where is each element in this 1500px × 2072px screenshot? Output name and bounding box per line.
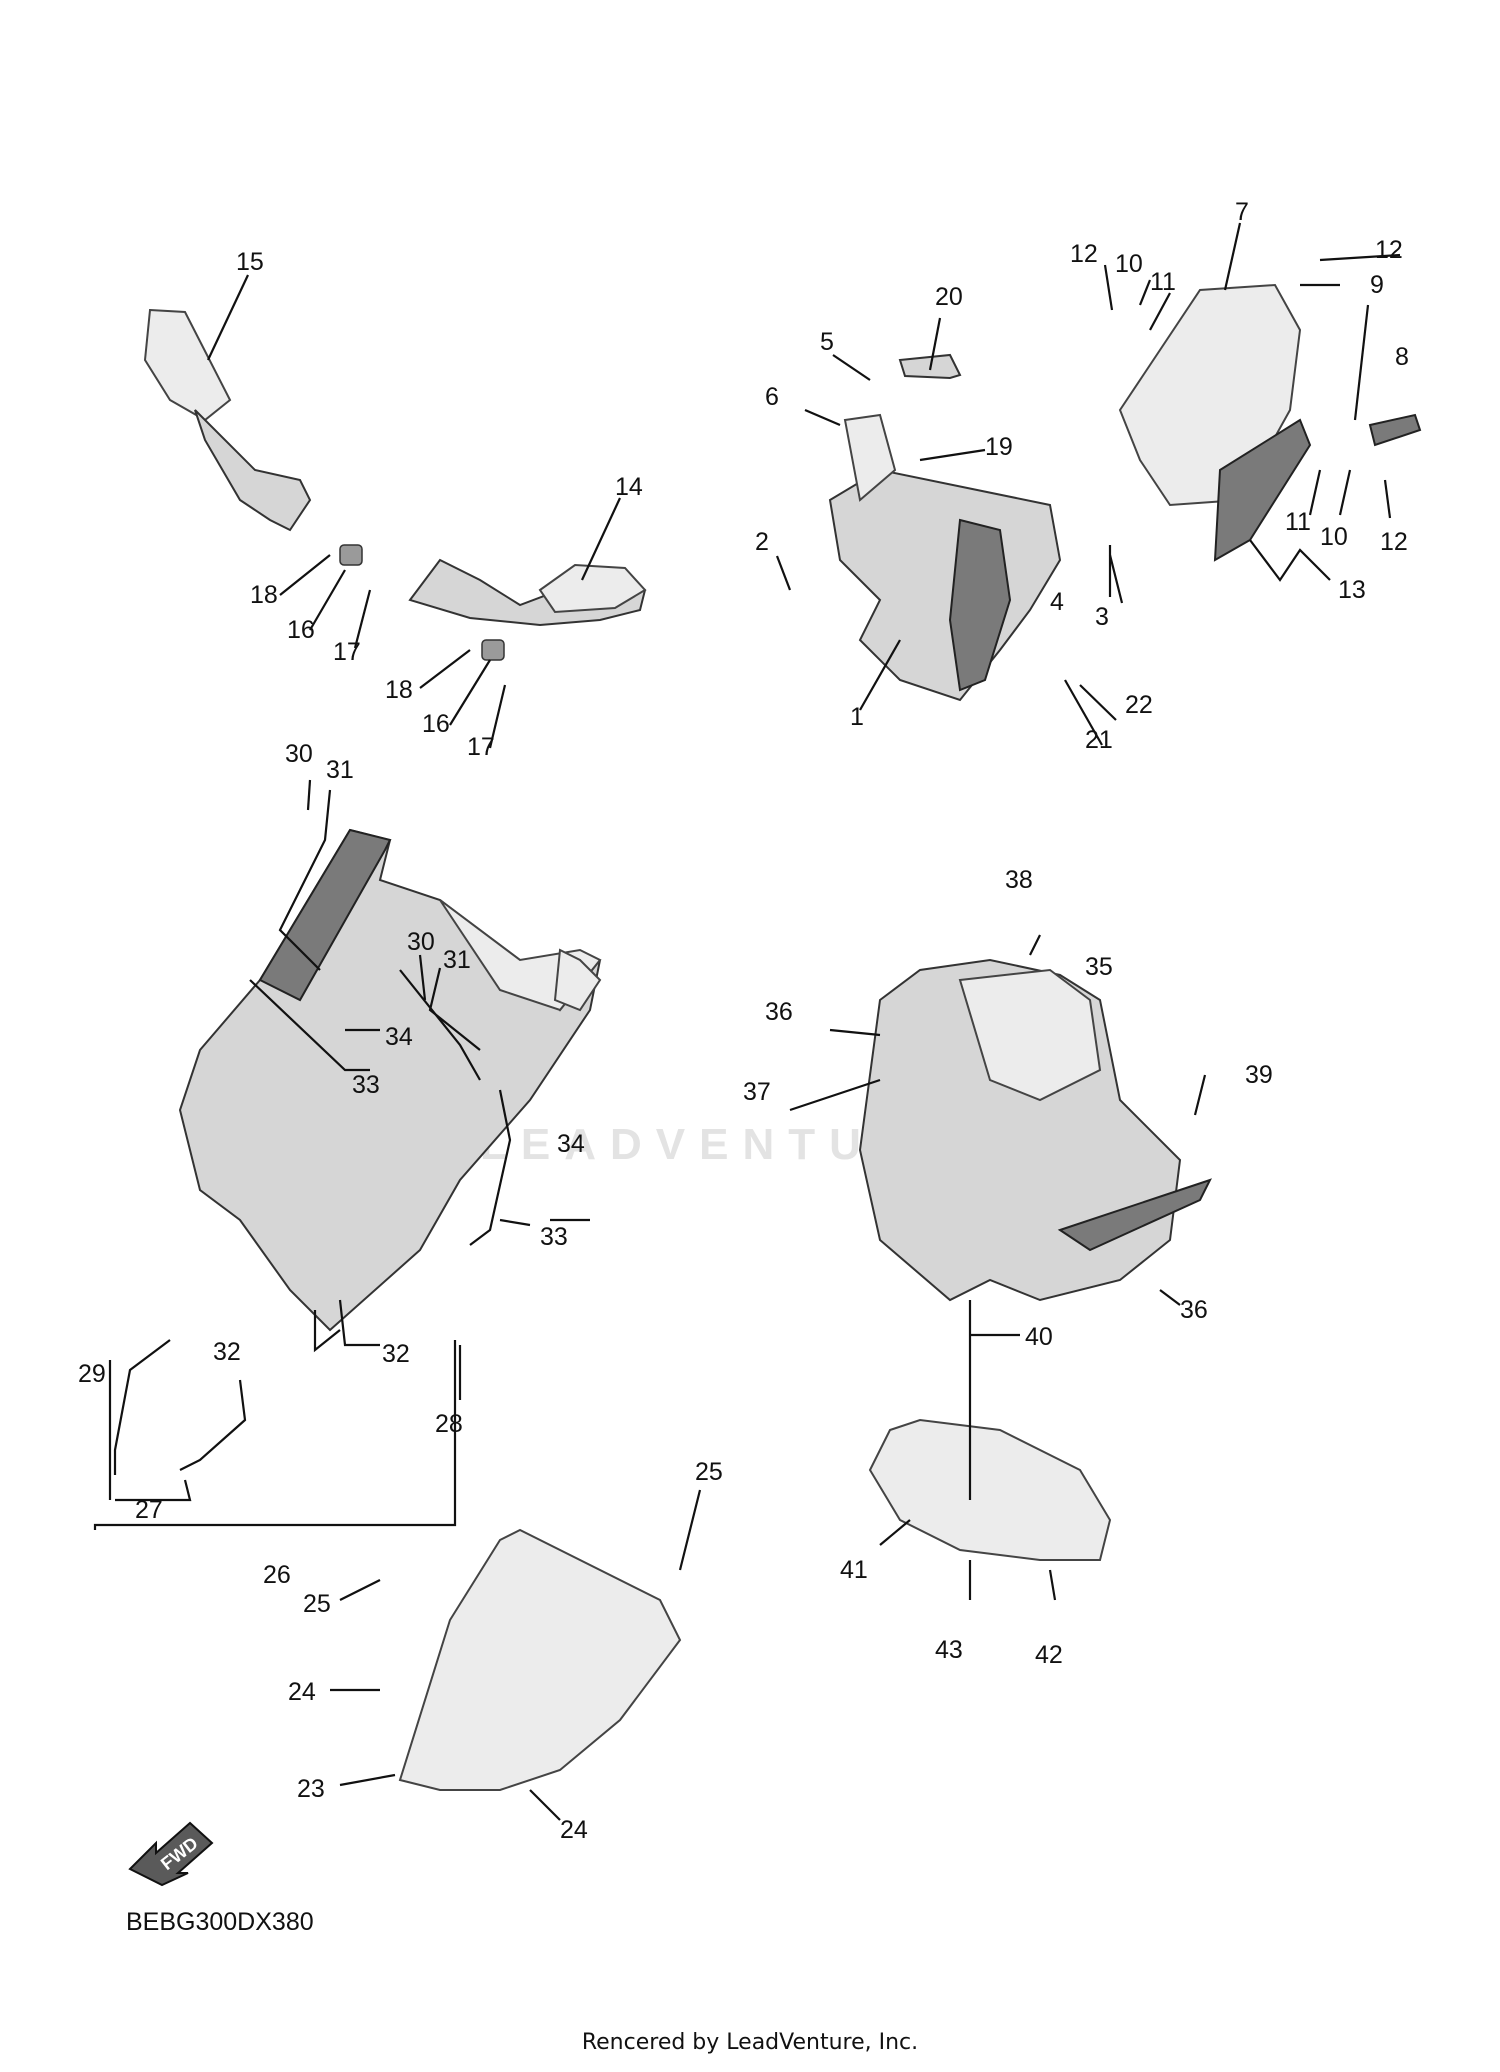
callout-41: 41 [840,1556,868,1584]
callout-2: 2 [755,528,769,556]
callout-36-top: 36 [765,998,793,1026]
callout-34-mid: 34 [557,1130,585,1158]
callout-35: 35 [1085,953,1113,981]
callout-labels: 1 2 3 4 5 6 7 8 9 10 10 11 11 12 12 12 1… [78,198,1409,1844]
callout-10-top: 10 [1115,250,1143,278]
callout-31-top: 31 [326,756,354,784]
callout-34-top: 34 [385,1023,413,1051]
callout-38: 38 [1005,866,1033,894]
diagram-code: BEBG300DX380 [126,1908,314,1936]
callout-20: 20 [935,283,963,311]
mirror-left-part [143,308,363,566]
callout-9: 9 [1370,271,1384,299]
callout-24-right: 24 [560,1816,588,1844]
callout-1: 1 [850,703,864,731]
trim-28-part [469,1089,512,1246]
mirror-right-part [408,558,647,661]
callout-5: 5 [820,328,834,356]
callout-31-mid: 31 [443,946,471,974]
upper-cowling-part [178,828,602,1332]
callout-11-bottom: 11 [1285,508,1311,536]
trim-29-part [113,1339,171,1475]
callout-24-left: 24 [288,1678,316,1706]
callout-23: 23 [297,1775,325,1803]
callout-17-right: 17 [467,733,495,761]
callout-3: 3 [1095,603,1109,631]
under-cover-part [868,1418,1112,1561]
callout-30-top: 30 [285,740,313,768]
callout-11-top: 11 [1150,268,1176,296]
callout-18-left: 18 [250,581,278,609]
callout-32-left: 32 [213,1338,241,1366]
callout-28: 28 [435,1410,463,1438]
windscreen-part [398,1528,682,1791]
callout-16-right: 16 [422,710,450,738]
callout-18-right: 18 [385,676,413,704]
callout-10-bottom: 10 [1320,523,1348,551]
callout-26: 26 [263,1561,291,1589]
callout-37: 37 [743,1078,771,1106]
air-duct-part [1118,283,1312,562]
callout-39: 39 [1245,1061,1273,1089]
callout-33-bottom: 33 [540,1223,568,1251]
callout-6: 6 [765,383,779,411]
callout-29: 29 [78,1360,106,1388]
callout-15: 15 [236,248,264,276]
render-credit: Rencered by LeadVenture, Inc. [581,2030,919,2055]
front-stay-part [828,413,1062,702]
callout-8: 8 [1395,343,1409,371]
callout-16-left: 16 [287,616,315,644]
callout-40: 40 [1025,1323,1053,1351]
callout-25-left: 25 [303,1590,331,1618]
callout-19: 19 [985,433,1013,461]
callout-43: 43 [935,1636,963,1664]
callout-17-left: 17 [333,638,361,666]
fwd-arrow-icon: FWD [128,1821,214,1887]
callout-12-left: 12 [1070,240,1098,268]
callout-22: 22 [1125,691,1153,719]
leader-lines [93,222,1401,1821]
callout-12-bottom-right: 12 [1380,528,1408,556]
callout-25-right: 25 [695,1458,723,1486]
callout-42: 42 [1035,1641,1063,1669]
callout-4: 4 [1050,588,1064,616]
callout-13: 13 [1338,576,1366,604]
callout-14: 14 [615,473,643,501]
inner-cowling-part [858,958,1212,1302]
trim-27-part [179,1379,247,1471]
callout-7: 7 [1235,198,1249,226]
callout-30-mid: 30 [407,928,435,956]
callout-36-bottom: 36 [1180,1296,1208,1324]
callout-33-top: 33 [352,1071,380,1099]
callout-12-top-right: 12 [1375,236,1403,264]
callout-32-right: 32 [382,1340,410,1368]
callout-27: 27 [135,1496,163,1524]
grommet-8-part [1368,413,1422,447]
callout-21: 21 [1085,726,1113,754]
